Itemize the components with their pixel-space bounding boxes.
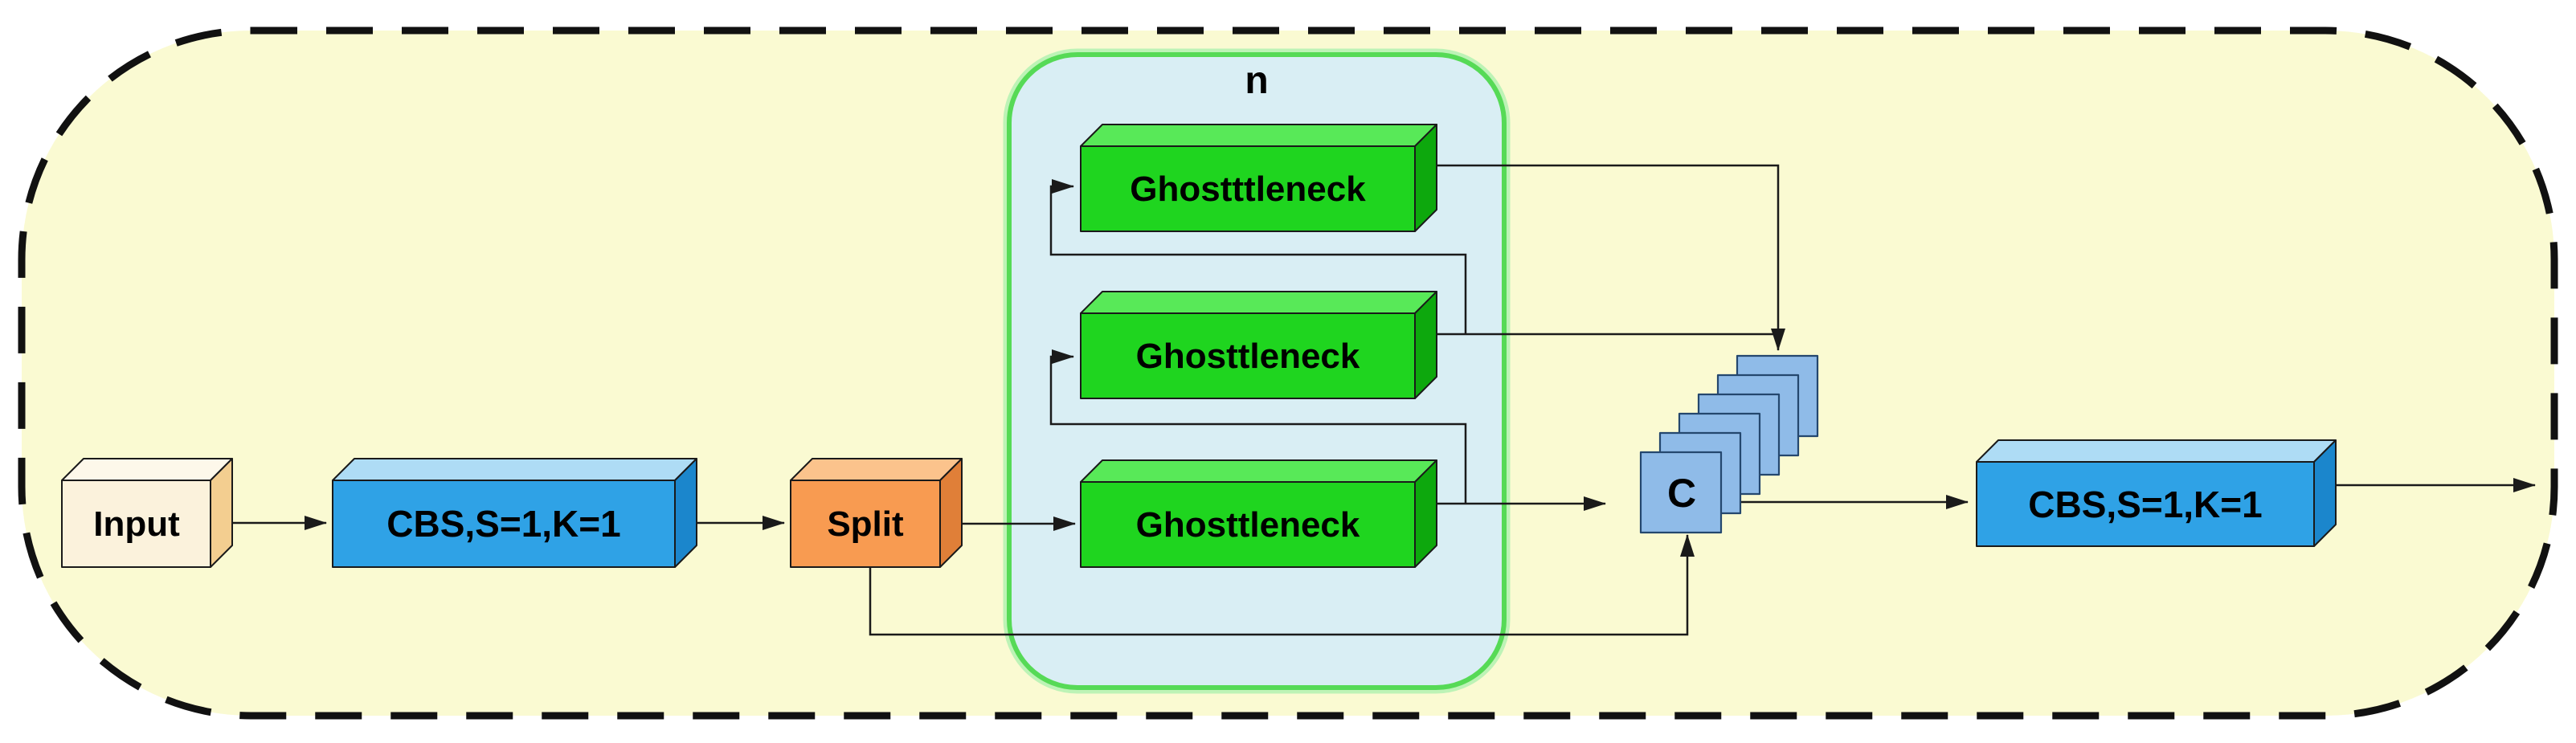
input-node-front-face — [61, 480, 211, 568]
ghost-middle-node-top-face — [1080, 291, 1437, 314]
cbs-in-node-label: CBS,S=1,K=1 — [386, 503, 620, 545]
cbs-out-node-front-face — [1976, 461, 2315, 547]
concat-stack: C — [1639, 354, 1819, 534]
ghost-top-node-front-face — [1080, 145, 1416, 232]
ghost-bottom-node-front-face — [1080, 481, 1416, 568]
concat-label: C — [1667, 471, 1696, 516]
input-node: Input — [61, 458, 233, 568]
input-node-label: Input — [93, 504, 180, 544]
cbs-in-node-top-face — [332, 458, 697, 481]
ghost-bottom-node-top-face — [1080, 459, 1437, 483]
repeat-count-label: n — [1245, 59, 1268, 102]
ghost-top-node: Ghostttleneck — [1080, 124, 1437, 232]
input-node-top-face — [61, 458, 233, 481]
ghost-top-node-top-face — [1080, 124, 1437, 147]
connector-loop-bottom-to-middle — [1049, 349, 1467, 504]
cbs-out-node-top-face — [1976, 439, 2337, 463]
split-node-top-face — [790, 458, 963, 481]
cbs-in-node: CBS,S=1,K=1 — [332, 458, 697, 568]
split-node: Split — [790, 458, 963, 568]
split-node-label: Split — [827, 504, 904, 544]
concat-stack-front-layer — [1639, 451, 1723, 534]
connector-split-bypass-to-concat — [869, 534, 1695, 636]
ghost-middle-node-label: Ghosttleneck — [1136, 337, 1360, 376]
ghost-middle-node: Ghosttleneck — [1080, 291, 1437, 399]
connector-loop-middle-to-top — [1049, 179, 1467, 334]
split-node-front-face — [790, 480, 941, 568]
ghost-bottom-node-label: Ghosttleneck — [1136, 505, 1360, 545]
cbs-out-node-label: CBS,S=1,K=1 — [2028, 484, 2262, 525]
ghost-middle-node-front-face — [1080, 312, 1416, 399]
ghost-bottom-node: Ghosttleneck — [1080, 459, 1437, 568]
cbs-out-node: CBS,S=1,K=1 — [1976, 439, 2337, 547]
connector-ghost-top-to-concat — [1437, 164, 1785, 351]
cbs-in-node-front-face — [332, 480, 676, 568]
ghost-top-node-label: Ghostttleneck — [1130, 169, 1366, 209]
